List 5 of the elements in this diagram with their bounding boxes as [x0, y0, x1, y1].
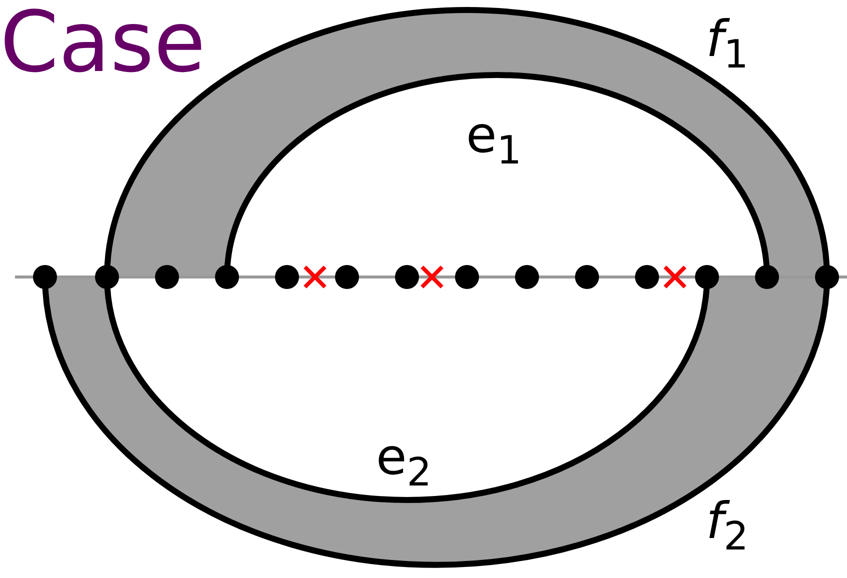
- math-label: f$_{1}$: [706, 14, 748, 75]
- title: Case: [0, 0, 206, 93]
- math-label: f$_{2}$: [706, 496, 748, 557]
- math-label: e$_{2}$: [376, 432, 432, 493]
- math-label: e$_{1}$: [466, 110, 522, 171]
